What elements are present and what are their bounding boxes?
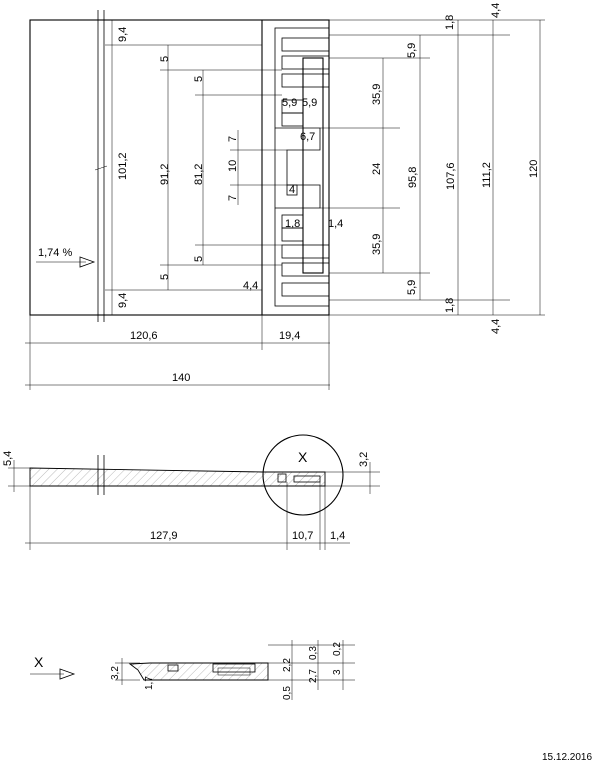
drawing-date: 15.12.2016: [542, 752, 592, 763]
dim-inner-5-bot-a: 5: [159, 274, 171, 280]
detail-label-x: X: [34, 654, 44, 670]
dim-detail-2-7: 2,7: [308, 669, 319, 683]
dim-bottom-140: 140: [172, 372, 190, 384]
dim-inner-5-bot-b: 5: [193, 256, 205, 262]
dim-inner-81-2: 81,2: [193, 164, 205, 185]
dim-detail-4: 4: [289, 184, 295, 196]
dim-inner-5-top-a: 5: [159, 56, 171, 62]
section-view: X 5,4 3,2 127,9 10,7 1,4: [2, 434, 380, 550]
slope-arrow-head: [79, 256, 96, 268]
dim-detail-5-9-a: 5,9: [282, 97, 297, 109]
slope-label: 1,74 %: [38, 247, 72, 259]
dim-bottom-120-6: 120,6: [130, 330, 158, 342]
dim-detail-3-2: 3,2: [110, 666, 121, 680]
dim-right-111-2: 111,2: [481, 162, 493, 188]
break-mark: [94, 165, 108, 171]
dim-detail-1-7: 1,7: [144, 676, 155, 690]
dim-section-10-7: 10,7: [292, 530, 313, 542]
dim-section-3-2: 3,2: [358, 452, 370, 467]
dim-inner-91-2: 91,2: [159, 164, 171, 185]
detail-arrow-head: [59, 668, 76, 680]
dim-left-top: 9,4: [117, 27, 129, 42]
dim-bottom-19-4: 19,4: [279, 330, 300, 342]
section-profile: [29, 467, 326, 487]
channel-detail: [274, 27, 330, 307]
dim-detail-6-7: 6,7: [300, 131, 315, 143]
dim-detail-0-2: 0,2: [332, 642, 343, 656]
dim-right-24: 24: [371, 163, 383, 175]
dim-right-5-9-bot: 5,9: [406, 280, 418, 295]
dim-right-35-9-top: 35,9: [371, 84, 383, 105]
dim-right-120: 120: [528, 160, 540, 178]
dim-inner-7-bot: 7: [227, 195, 239, 201]
dim-inner-7-top: 7: [227, 136, 239, 142]
dim-section-5-4: 5,4: [2, 451, 14, 466]
dim-detail-0-5: 0,5: [282, 686, 293, 700]
dim-detail-3: 3: [332, 669, 343, 675]
plate-outline: [29, 19, 330, 316]
dim-detail-1-8: 1,8: [285, 218, 300, 230]
dim-left-mid: 101,2: [117, 152, 129, 180]
dim-section-127-9: 127,9: [150, 530, 178, 542]
detail-x-view: X 3,2 1,7 2,2 2,7 0,5 0,3 3 0,2: [30, 640, 355, 700]
dim-detail-5-9-b: 5,9: [302, 97, 317, 109]
dim-right-5-9-top: 5,9: [406, 43, 418, 58]
dim-left-bot: 9,4: [117, 293, 129, 308]
top-view: 9,4 101,2 9,4 5 91,2 5 5 81,2 5 7 10 7 5…: [25, 3, 545, 390]
dim-detail-1-4: 1,4: [328, 218, 343, 230]
dim-right-1-8-top: 1,8: [444, 15, 456, 30]
dim-right-1-8-bot: 1,8: [444, 298, 456, 313]
dim-section-1-4: 1,4: [330, 530, 345, 542]
dim-detail-2-2: 2,2: [282, 658, 293, 672]
dim-right-4-4-bot: 4,4: [490, 319, 502, 334]
dim-right-35-9-bot: 35,9: [371, 234, 383, 255]
dim-right-95-8: 95,8: [407, 167, 419, 188]
dim-inner-10: 10: [227, 160, 239, 172]
dim-detail-4-4: 4,4: [243, 280, 258, 292]
dim-inner-5-top-b: 5: [193, 76, 205, 82]
detail-circle: [262, 434, 344, 516]
detail-marker-x: X: [298, 449, 308, 465]
dim-detail-0-3: 0,3: [308, 646, 319, 660]
dim-right-4-4-top: 4,4: [490, 3, 502, 18]
dim-right-107-6: 107,6: [445, 162, 457, 190]
